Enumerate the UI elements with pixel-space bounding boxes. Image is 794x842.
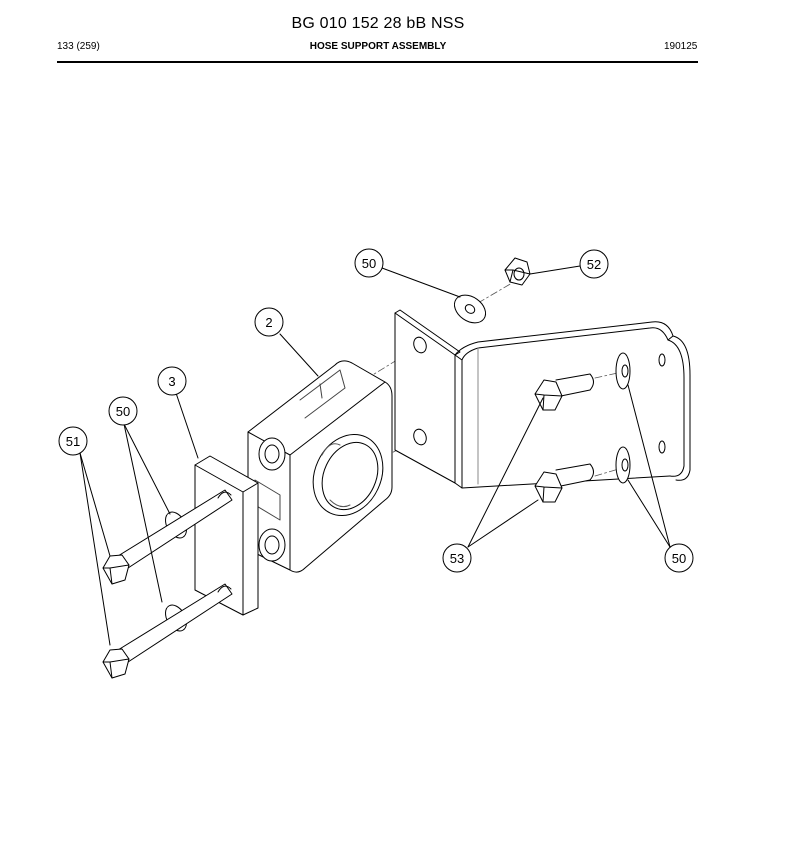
callout-clamp: 2 xyxy=(254,307,284,337)
callout-plate: 3 xyxy=(157,366,187,396)
page-title: HOSE SUPPORT ASSEMBLY xyxy=(309,41,447,52)
callout-label: 50 xyxy=(116,404,130,419)
nut xyxy=(504,257,531,286)
bolts-left xyxy=(102,489,233,679)
washers-right xyxy=(615,352,631,484)
callout-nut: 52 xyxy=(579,249,609,279)
hose-clamp xyxy=(247,360,393,573)
callout-label: 52 xyxy=(587,257,601,272)
bracket xyxy=(394,309,691,489)
callout-label: 2 xyxy=(265,315,272,330)
callout-label: 3 xyxy=(168,374,175,389)
page-number: 133 (259) xyxy=(57,41,100,52)
callout-label: 50 xyxy=(672,551,686,566)
callout-label: 51 xyxy=(66,434,80,449)
header-rule xyxy=(57,61,698,63)
document-number: BG 010 152 28 bB NSS xyxy=(291,15,465,32)
callout-bracket-washer: 50 xyxy=(354,248,384,278)
bracket-washer xyxy=(453,294,487,324)
callout-label: 50 xyxy=(362,256,376,271)
callout-bolts-right: 53 xyxy=(442,543,472,573)
bolts-right xyxy=(534,373,594,503)
callout-washers-right: 50 xyxy=(664,543,694,573)
callout-bolts-left: 51 xyxy=(58,426,88,456)
date-code: 190125 xyxy=(664,41,698,52)
cover-plate xyxy=(194,455,259,616)
callout-label: 53 xyxy=(450,551,464,566)
leader-lines xyxy=(79,265,671,646)
callout-washers-left: 50 xyxy=(108,396,138,426)
